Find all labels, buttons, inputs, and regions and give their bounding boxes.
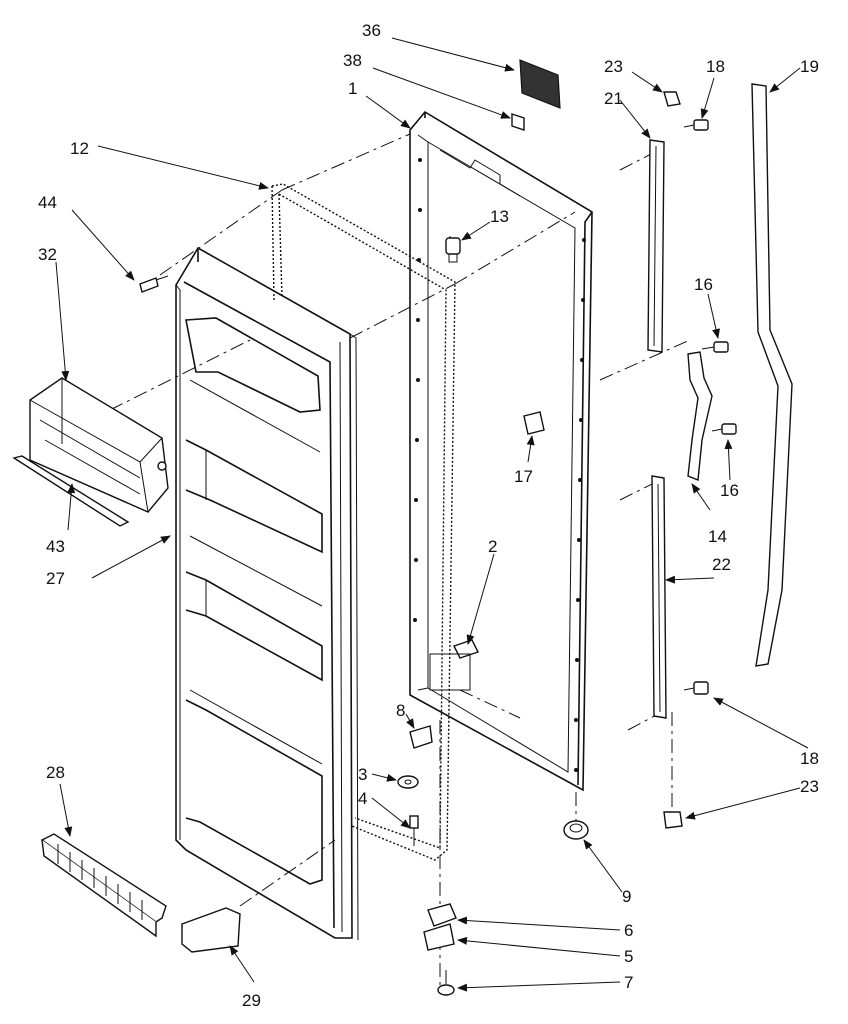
label-1: 1 bbox=[348, 79, 357, 98]
label-28: 28 bbox=[46, 763, 65, 782]
part-4-screw bbox=[409, 815, 419, 846]
part-32-dairy-door bbox=[29, 377, 169, 513]
assembly-guide-lines bbox=[109, 133, 691, 990]
label-4: 4 bbox=[358, 789, 367, 808]
label-5: 5 bbox=[624, 947, 633, 966]
door-gasket bbox=[271, 183, 456, 861]
label-16-upper: 16 bbox=[694, 275, 713, 294]
panel-rivets bbox=[413, 158, 586, 772]
part-28-bottom-grille bbox=[40, 833, 167, 938]
label-23-lower: 23 bbox=[800, 777, 819, 796]
part-7-screw bbox=[437, 970, 455, 996]
part-18-upper-screw bbox=[683, 119, 709, 131]
part-36-cover-plate bbox=[519, 59, 561, 109]
label-6: 6 bbox=[624, 921, 633, 940]
part-29-hinge-cover bbox=[181, 907, 241, 953]
label-36: 36 bbox=[362, 21, 381, 40]
part-17-bracket bbox=[523, 411, 545, 435]
part-23-upper-end-cap bbox=[663, 91, 681, 107]
label-32: 32 bbox=[38, 245, 57, 264]
label-21: 21 bbox=[604, 89, 623, 108]
label-13: 13 bbox=[490, 207, 509, 226]
label-17: 17 bbox=[514, 467, 533, 486]
part-18-lower-screw bbox=[683, 681, 709, 695]
part-9-cap bbox=[563, 820, 589, 840]
label-14: 14 bbox=[708, 527, 727, 546]
part-19-door-handle bbox=[751, 83, 793, 667]
label-3: 3 bbox=[358, 765, 367, 784]
part-13-screw bbox=[445, 237, 461, 263]
inner-door-liner bbox=[175, 246, 359, 941]
part-38-clip bbox=[511, 113, 525, 131]
part-21-upper-trim bbox=[647, 139, 665, 353]
label-18-lower: 18 bbox=[800, 749, 819, 768]
part-16-upper-screw bbox=[701, 341, 729, 353]
part-8-hinge-pin-bracket bbox=[409, 725, 433, 749]
label-2: 2 bbox=[488, 537, 497, 556]
label-22: 22 bbox=[712, 555, 731, 574]
label-38: 38 bbox=[343, 51, 362, 70]
part-16-lower-screw bbox=[711, 423, 737, 435]
part-44-screw bbox=[139, 275, 169, 293]
part-5-6-hinge bbox=[423, 903, 457, 951]
part-22-lower-trim bbox=[651, 475, 667, 719]
label-18-upper: 18 bbox=[706, 57, 725, 76]
label-7: 7 bbox=[624, 973, 633, 992]
liner-shelves bbox=[185, 317, 323, 885]
part-14-handle-bracket bbox=[687, 351, 713, 481]
label-8: 8 bbox=[396, 701, 405, 720]
label-16-lower: 16 bbox=[720, 481, 739, 500]
leader-arrows bbox=[55, 37, 809, 992]
label-9: 9 bbox=[622, 887, 631, 906]
part-2-hinge-bracket bbox=[429, 639, 479, 691]
part-23-lower-end-cap bbox=[663, 811, 683, 829]
label-29: 29 bbox=[242, 991, 261, 1010]
label-12: 12 bbox=[70, 139, 89, 158]
label-27: 27 bbox=[46, 569, 65, 588]
label-23-upper: 23 bbox=[604, 57, 623, 76]
label-44: 44 bbox=[38, 193, 57, 212]
label-43: 43 bbox=[46, 537, 65, 556]
part-3-bushing bbox=[397, 775, 419, 789]
label-19: 19 bbox=[800, 57, 819, 76]
part-number-labels: 36 38 1 12 44 32 13 23 18 19 21 16 16 17… bbox=[38, 21, 819, 1010]
door-outer-panel bbox=[409, 110, 593, 792]
